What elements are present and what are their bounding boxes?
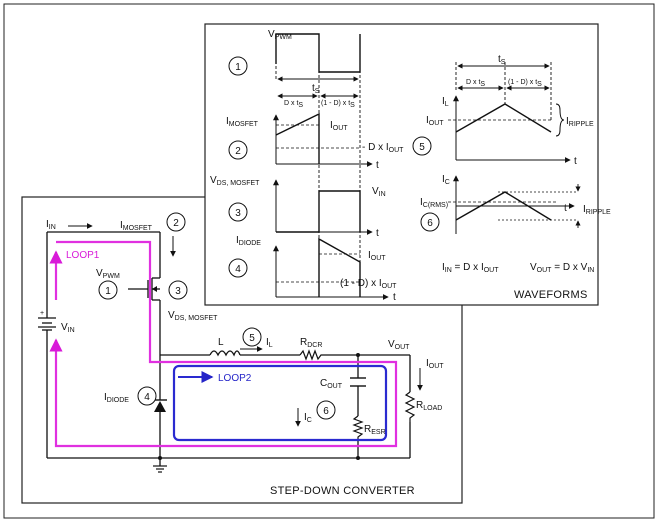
waveforms-border — [204, 23, 599, 306]
wf-ripple-label: IRIPPLE — [566, 116, 594, 128]
svg-text:1: 1 — [235, 62, 241, 73]
rload-resistor — [404, 391, 416, 422]
marker-6: 6 — [316, 400, 336, 420]
wf-marker-4: 4 — [228, 258, 248, 278]
wf-idiode-trace — [318, 237, 361, 297]
converter-caption: STEP-DOWN CONVERTER — [270, 485, 415, 497]
ic-label: IC — [304, 412, 312, 424]
rload-label: RLOAD — [416, 400, 442, 412]
wf-vpwm-label: VPWM — [268, 29, 292, 41]
cout-label: COUT — [320, 378, 343, 390]
svg-text:3: 3 — [175, 286, 181, 297]
wf-marker-5: 5 — [412, 136, 432, 156]
iout-label: IOUT — [426, 358, 444, 370]
eq-vout: VOUT = D x VIN — [530, 262, 594, 274]
wf-vds-trace — [276, 190, 361, 233]
wf-t-label: t — [393, 292, 396, 303]
inductor-symbol — [209, 350, 241, 357]
svg-text:3: 3 — [235, 208, 241, 219]
rdcr-resistor — [299, 349, 325, 361]
wf-t-label: t — [376, 228, 379, 239]
vout-label: VOUT — [388, 339, 410, 351]
svg-text:5: 5 — [249, 333, 255, 344]
svg-text:4: 4 — [235, 264, 241, 275]
wf-vds-label: VDS, MOSFET — [210, 175, 260, 187]
wf-1mdts-label: (1 - D) x tS — [321, 100, 355, 109]
junction-dot — [158, 456, 162, 460]
wf-iout-label: IOUT — [368, 250, 386, 262]
wf-marker-1: 1 — [228, 56, 248, 76]
inductor-label: L — [218, 337, 224, 348]
marker-3: 3 — [168, 280, 188, 300]
wf-vin-label: VIN — [372, 186, 386, 198]
mosfet-arrow — [152, 286, 157, 292]
wf-ts-label-right: tS — [498, 54, 506, 66]
il-label: IL — [266, 337, 273, 349]
wf-dts-label: D x tS — [284, 100, 303, 109]
junction-dot — [356, 456, 360, 460]
iin-label: IIN — [46, 219, 56, 231]
waveforms-caption: WAVEFORMS — [514, 289, 588, 301]
vin-label: VIN — [61, 322, 75, 334]
svg-text:6: 6 — [427, 218, 433, 229]
wf-imosfet-trace — [275, 112, 320, 164]
vpwm-label: VPWM — [96, 268, 120, 280]
rdcr-label: RDCR — [300, 337, 322, 349]
wf-marker-2: 2 — [228, 140, 248, 160]
wf-ts-label: tS — [312, 83, 320, 95]
wf-iout-label: IOUT — [330, 120, 348, 132]
svg-text:1: 1 — [105, 286, 111, 297]
wf-t-label: t — [564, 203, 567, 214]
resr-resistor — [352, 415, 364, 440]
wf-dts-label-right: D x tS — [466, 79, 485, 88]
svg-text:5: 5 — [419, 142, 425, 153]
svg-text:2: 2 — [235, 146, 241, 157]
vds-label: VDS, MOSFET — [168, 310, 218, 322]
wf-ic-trace — [455, 191, 552, 221]
wf-icrms-label: IC(RMS) — [420, 197, 448, 209]
wf-1mdiout-label: (1 - D) x IOUT — [340, 278, 397, 290]
ground-symbol — [153, 465, 167, 473]
svg-text:2: 2 — [173, 218, 179, 229]
battery-plus: + — [40, 310, 44, 317]
eq-iin: IIN = D x IOUT — [442, 262, 499, 274]
cout-capacitor — [350, 377, 366, 387]
wf-imosfet-label: IMOSFET — [226, 116, 259, 128]
wf-diout-label: - D x IOUT — [362, 142, 404, 154]
marker-5: 5 — [242, 327, 262, 347]
wf-ic-label: IC — [442, 174, 450, 186]
marker-4: 4 — [137, 386, 157, 406]
idiode-label: IDIODE — [104, 392, 129, 404]
loop1-label: LOOP1 — [66, 250, 100, 261]
battery-symbol — [38, 317, 56, 331]
wf-il-label: IL — [442, 96, 449, 108]
wf-marker-3: 3 — [228, 202, 248, 222]
wf-il-trace — [455, 103, 552, 133]
wf-t-label: t — [574, 156, 577, 167]
loop2-path — [172, 364, 388, 442]
wf-ic-ripple-label: IRIPPLE — [583, 204, 611, 216]
loop2-label: LOOP2 — [218, 373, 252, 384]
loop1-path — [49, 240, 398, 448]
wf-marker-6: 6 — [420, 212, 440, 232]
resr-label: RESR — [364, 424, 386, 436]
wf-ripple-brace — [555, 103, 565, 137]
wf-il-iout-label: IOUT — [426, 115, 444, 127]
svg-text:4: 4 — [144, 392, 150, 403]
waveforms-panel: VPWM tS D x tS (1 - D) x tS IMOSFET IOUT… — [204, 23, 611, 306]
svg-text:6: 6 — [323, 406, 329, 417]
wf-vpwm-trace — [275, 33, 361, 73]
circuit-wires — [46, 231, 411, 466]
imosfet-label: IMOSFET — [120, 220, 153, 232]
wf-t-label: t — [376, 160, 379, 171]
wf-idiode-label: IDIODE — [236, 235, 261, 247]
marker-2: 2 — [166, 212, 186, 232]
marker-1: 1 — [98, 280, 118, 300]
junction-dot — [356, 353, 360, 357]
wf-1mdts-label-right: (1 - D) x tS — [508, 79, 542, 88]
